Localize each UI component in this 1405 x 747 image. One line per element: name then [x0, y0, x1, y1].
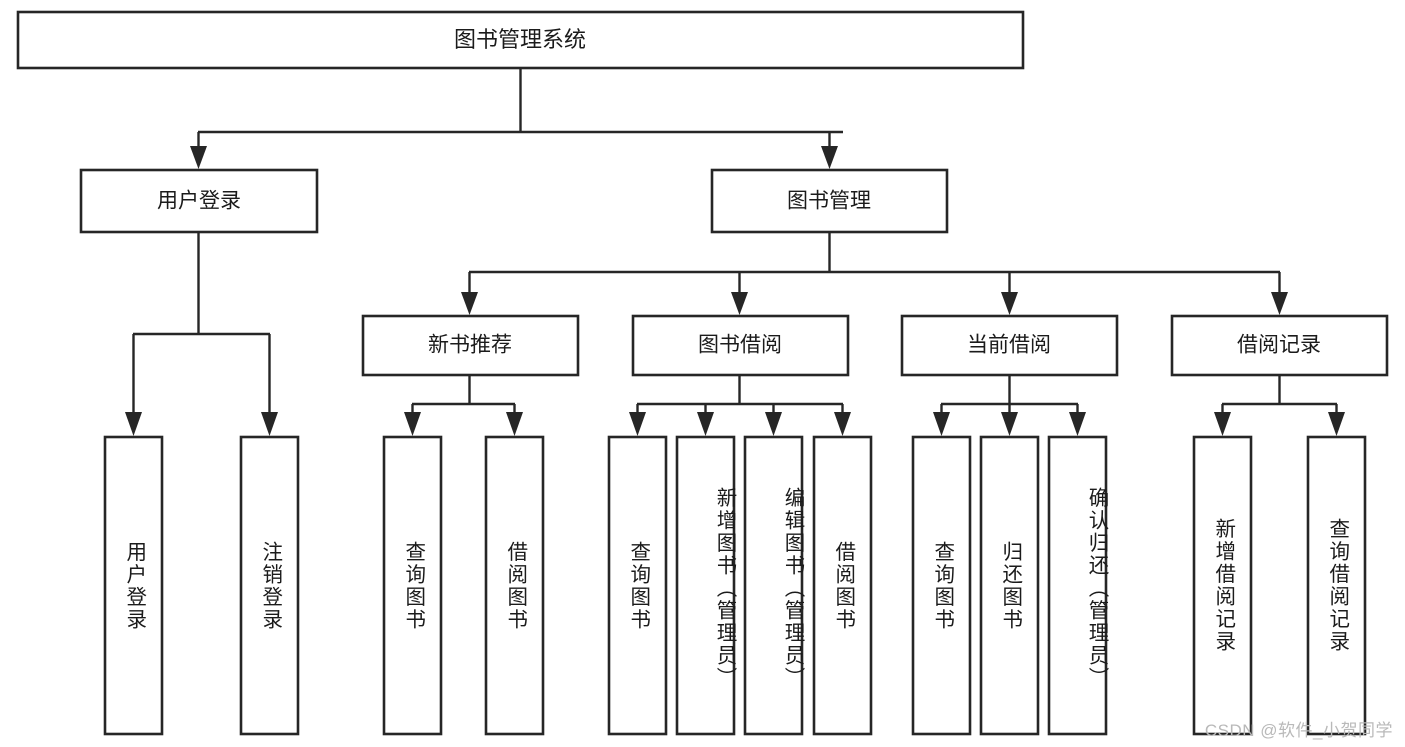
arrow-leaf-add-record — [1214, 412, 1231, 436]
leaf-rect-borrow-book-1[interactable] — [484, 435, 545, 736]
node-root[interactable]: 图书管理系统 — [16, 10, 1025, 70]
node-new-book-recommend-rect[interactable] — [361, 314, 580, 377]
arrow-book-borrow — [731, 292, 748, 315]
arrow-leaf-edit-book — [765, 412, 782, 436]
arrow-leaf-query-book-1 — [404, 412, 421, 436]
arrow-leaf-logout — [261, 412, 278, 436]
node-current-borrow-label: 当前借阅 — [967, 334, 1051, 357]
connector-group-new-book-children — [404, 376, 523, 436]
node-book-borrow-label: 图书借阅 — [698, 334, 782, 357]
leaf-rect-add-book[interactable] — [675, 435, 736, 736]
arrow-leaf-borrow-book-2 — [834, 412, 851, 436]
connector-group-user-login-children — [125, 233, 278, 436]
node-book-management-label: 图书管理 — [787, 190, 871, 213]
arrow-borrow-record — [1271, 292, 1288, 315]
arrow-leaf-query-record — [1328, 412, 1345, 436]
leaf-rect-query-book-1[interactable] — [382, 435, 443, 736]
csdn-watermark: CSDN @软件_小贺同学 — [1204, 721, 1393, 740]
connector-group-borrow-record-children — [1214, 376, 1345, 436]
leaf-rect-add-record[interactable] — [1192, 435, 1253, 736]
connector-group-current-borrow-children — [933, 376, 1086, 436]
arrow-book-mgmt — [821, 146, 838, 169]
arrow-user-login — [190, 146, 207, 169]
node-borrow-record-rect[interactable] — [1170, 314, 1389, 377]
arrow-leaf-user-login — [125, 412, 142, 436]
node-root-label: 图书管理系统 — [454, 27, 586, 52]
leaf-rect-query-record[interactable] — [1306, 435, 1367, 736]
arrow-current-borrow — [1001, 292, 1018, 315]
node-book-borrow[interactable]: 图书借阅 — [631, 314, 850, 377]
node-new-book-recommend-label: 新书推荐 — [428, 334, 512, 357]
node-borrow-record-label: 借阅记录 — [1237, 334, 1321, 357]
node-current-borrow[interactable]: 当前借阅 — [900, 314, 1119, 377]
arrow-leaf-borrow-book-1 — [506, 412, 523, 436]
node-book-management-rect[interactable] — [710, 168, 949, 234]
leaf-rect-logout[interactable] — [239, 435, 300, 736]
node-new-book-recommend[interactable]: 新书推荐 — [361, 314, 580, 377]
arrow-leaf-add-book — [697, 412, 714, 436]
node-root-rect[interactable] — [16, 10, 1025, 70]
connector-group-book-mgmt-children — [461, 233, 1288, 315]
leaf-rect-query-book-3[interactable] — [911, 435, 972, 736]
connector-group-book-borrow-children — [629, 376, 851, 436]
arrow-leaf-return-book — [1001, 412, 1018, 436]
node-current-borrow-rect[interactable] — [900, 314, 1119, 377]
node-user-login[interactable]: 用户登录 — [79, 168, 319, 234]
leaf-rect-user-login[interactable] — [103, 435, 164, 736]
arrow-leaf-query-book-3 — [933, 412, 950, 436]
node-borrow-record[interactable]: 借阅记录 — [1170, 314, 1389, 377]
leaf-rect-edit-book[interactable] — [743, 435, 804, 736]
arrow-leaf-confirm-return — [1069, 412, 1086, 436]
node-user-login-rect[interactable] — [79, 168, 319, 234]
leaf-rect-confirm-return[interactable] — [1047, 435, 1108, 736]
leaf-rect-query-book-2[interactable] — [607, 435, 668, 736]
node-user-login-label: 用户登录 — [157, 190, 241, 213]
leaf-rect-return-book[interactable] — [979, 435, 1040, 736]
arrow-new-book-recommend — [461, 292, 478, 315]
leaf-rect-borrow-book-2[interactable] — [812, 435, 873, 736]
node-book-borrow-rect[interactable] — [631, 314, 850, 377]
arrow-leaf-query-book-2 — [629, 412, 646, 436]
connector-group-root-to-level2 — [190, 68, 843, 169]
node-book-management[interactable]: 图书管理 — [710, 168, 949, 234]
leaf-boxes-group — [103, 435, 1367, 736]
